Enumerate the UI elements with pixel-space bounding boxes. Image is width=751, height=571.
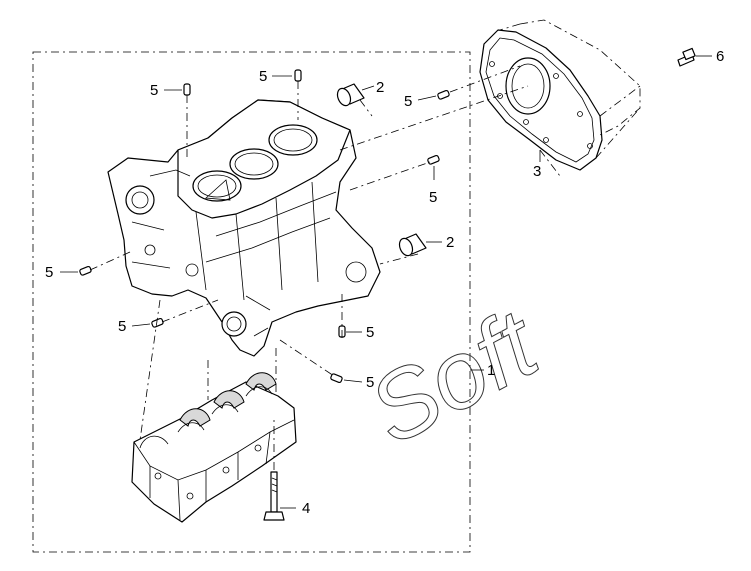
cylinder-block — [107, 99, 381, 357]
cover-bolt — [677, 47, 696, 67]
alignment-lines — [89, 65, 641, 470]
assembly-frame — [32, 51, 471, 553]
callout-6: 6 — [716, 48, 724, 65]
callout-5-rear-lower: 5 — [366, 374, 374, 391]
cylinder-bore-2 — [229, 148, 279, 180]
callout-5-front: 5 — [118, 318, 126, 335]
cover-outline-box — [499, 19, 641, 137]
bearing-cap-bolt — [263, 471, 285, 521]
callout-3: 3 — [533, 163, 541, 180]
bushing-lower — [398, 233, 427, 257]
callout-numbers: 5 5 2 5 3 5 6 2 5 5 5 5 1 4 — [45, 48, 724, 517]
callout-1: 1 — [487, 362, 495, 379]
watermark-text: Soft — [352, 289, 556, 465]
cylinder-bore-1 — [192, 170, 242, 202]
callout-5-cover-lower: 5 — [429, 189, 437, 206]
callout-5-left: 5 — [45, 264, 53, 281]
callout-leaders — [60, 55, 712, 509]
callout-2-lower: 2 — [446, 234, 454, 251]
timing-cover — [479, 29, 603, 171]
callout-2-upper: 2 — [376, 79, 384, 96]
bearing-cap-frame — [131, 372, 297, 523]
callout-5-top-left: 5 — [150, 82, 158, 99]
callout-5-rear-upper: 5 — [366, 324, 374, 341]
callout-4: 4 — [302, 500, 310, 517]
callout-5-top-center: 5 — [259, 68, 267, 85]
cylinder-bore-3 — [268, 124, 318, 156]
callout-5-cover-upper: 5 — [404, 93, 412, 110]
bushing-upper — [336, 83, 365, 107]
